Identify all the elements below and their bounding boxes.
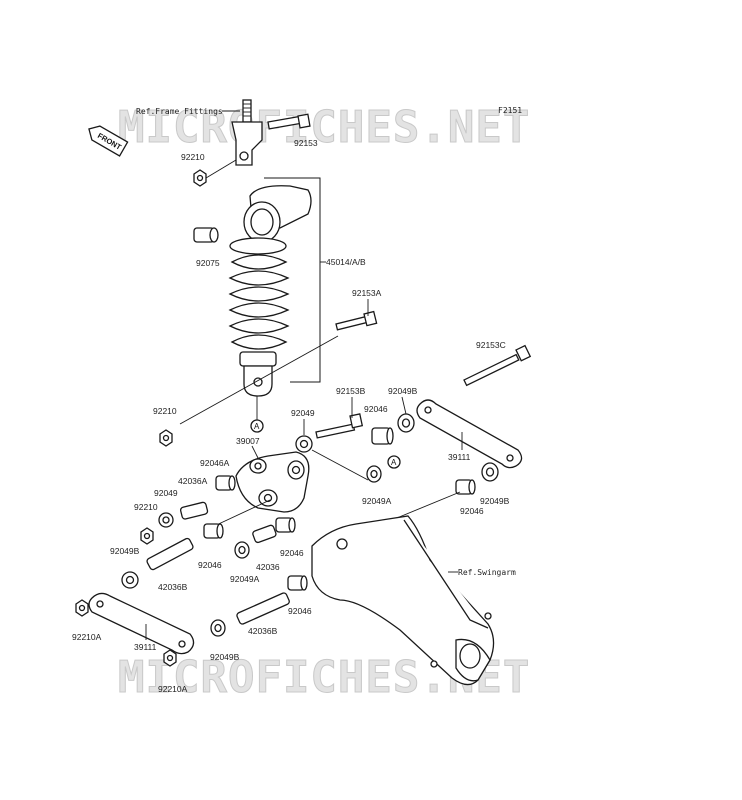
callout-a-upper-text: A xyxy=(254,422,260,431)
label-92153B: 92153B xyxy=(336,386,366,396)
label-92049B-right: 92049B xyxy=(480,496,510,506)
sleeve-42036B-left xyxy=(146,537,194,571)
nut-92210-top xyxy=(193,169,207,187)
bushing-92075 xyxy=(193,227,219,243)
label-45014: 45014/A/B xyxy=(326,257,366,267)
nut-92210-mid xyxy=(159,429,173,447)
label-92046A: 92046A xyxy=(200,458,230,468)
label-39111-right: 39111 xyxy=(448,452,471,462)
link-rod-39111-left xyxy=(88,592,195,655)
shock-absorber-45014 xyxy=(228,185,312,397)
washer-92049B-bottom xyxy=(210,619,226,637)
watermark-top: MICROFICHES.NET xyxy=(118,102,530,153)
label-39111-left: 39111 xyxy=(134,642,157,652)
label-92153-top: 92153 xyxy=(294,138,318,148)
label-92075: 92075 xyxy=(196,258,220,268)
bolt-92153-top xyxy=(267,113,311,130)
sleeve-42036B-bottom xyxy=(236,592,290,625)
bushing-92046-right xyxy=(455,479,476,495)
collar-42036A xyxy=(179,501,209,520)
washer-92049-left xyxy=(158,512,174,528)
label-92046-center: 92046 xyxy=(280,548,304,558)
label-92049B-bottom: 92049B xyxy=(210,652,240,662)
label-92210-mid: 92210 xyxy=(153,406,177,416)
label-92049B-left: 92049B xyxy=(110,546,140,556)
callout-a-upper: A xyxy=(250,419,264,433)
ref-swingarm: Ref.Swingarm xyxy=(458,568,516,577)
label-92210A-left: 92210A xyxy=(72,632,102,642)
swingarm xyxy=(311,515,495,686)
nut-92210A-left xyxy=(75,599,89,617)
bolt-92153A xyxy=(335,310,378,331)
label-42036B-left: 42036B xyxy=(158,582,188,592)
bushing-92046-bottom xyxy=(287,575,308,591)
label-92210-left: 92210 xyxy=(134,502,158,512)
label-92046-right: 92046 xyxy=(460,506,484,516)
label-92046-bottom: 92046 xyxy=(288,606,312,616)
label-92153C: 92153C xyxy=(476,340,506,350)
washer-92049A-right xyxy=(366,465,382,483)
label-92046-mid: 92046 xyxy=(198,560,222,570)
bushing-92046-center xyxy=(275,517,296,533)
diagram-code: F2151 xyxy=(498,106,522,115)
bolt-92153C xyxy=(463,344,532,387)
label-92210A-bottom: 92210A xyxy=(158,684,188,694)
label-42036B-bottom: 42036B xyxy=(248,626,278,636)
callout-a-lower-text: A xyxy=(391,458,397,467)
label-92049A-right: 92049A xyxy=(362,496,392,506)
collar-42036 xyxy=(252,524,277,544)
label-39007: 39007 xyxy=(236,436,260,446)
rocker-arm-39007 xyxy=(235,451,310,513)
washer-92049B-left xyxy=(121,571,139,589)
label-92049-left: 92049 xyxy=(154,488,178,498)
label-92153A: 92153A xyxy=(352,288,382,298)
front-arrow-badge: FRONT xyxy=(88,125,129,157)
washer-92049B-top xyxy=(397,413,415,433)
bushing-92046-top xyxy=(371,427,394,445)
link-rod-39111-right xyxy=(416,399,523,469)
upper-mount-bracket xyxy=(231,99,263,166)
label-92046-top: 92046 xyxy=(364,404,388,414)
label-92049-top: 92049 xyxy=(291,408,315,418)
ref-frame-fittings: Ref.Frame Fittings xyxy=(136,107,223,116)
label-92049A-mid: 92049A xyxy=(230,574,260,584)
label-42036: 42036 xyxy=(256,562,280,572)
nut-92210-left xyxy=(140,527,154,545)
callout-a-lower: A xyxy=(387,455,401,469)
nut-92210A-bottom xyxy=(163,649,177,667)
label-42036A: 42036A xyxy=(178,476,208,486)
label-92210-top: 92210 xyxy=(181,152,205,162)
washer-92049A-mid xyxy=(234,541,250,559)
bolt-92153B xyxy=(315,413,364,439)
label-92049B-top: 92049B xyxy=(388,386,418,396)
bushing-92046-mid xyxy=(203,523,224,539)
washer-92049-top xyxy=(295,435,313,453)
washer-92049B-right xyxy=(481,462,499,482)
bushing-92046A xyxy=(215,475,236,491)
